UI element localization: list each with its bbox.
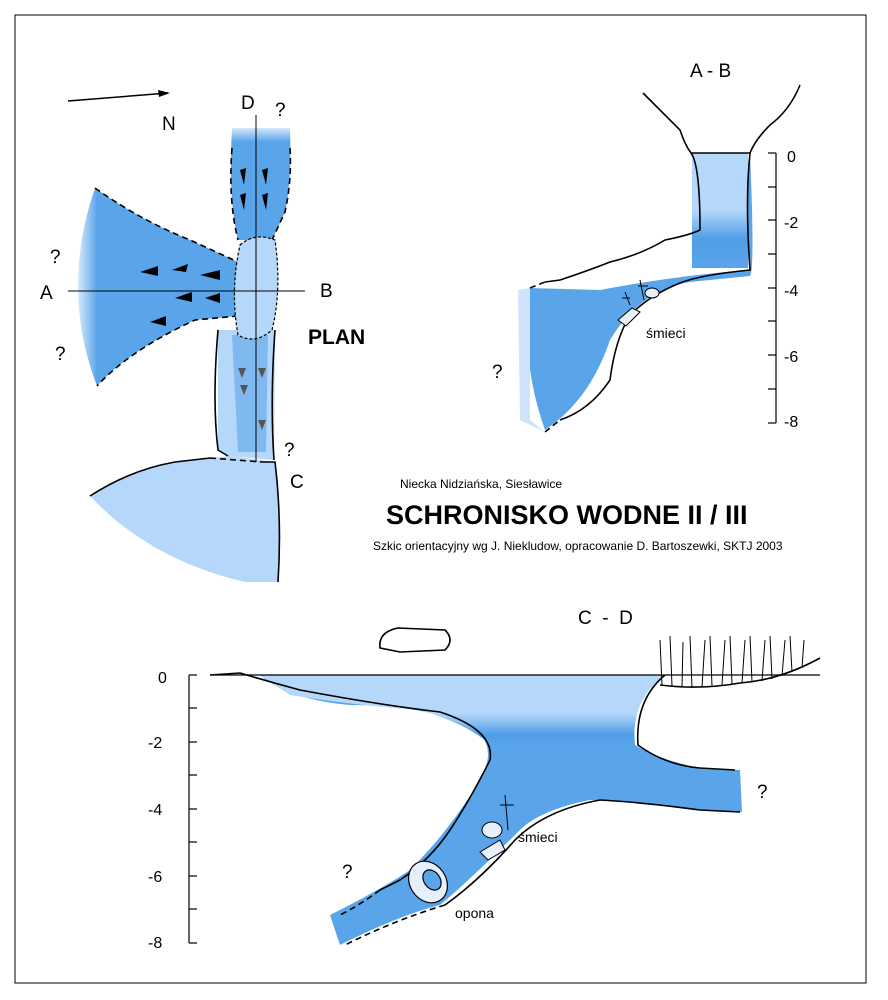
plan-upper-corridor	[230, 128, 291, 240]
tire-label: opona	[455, 905, 494, 921]
point-b: B	[320, 281, 333, 302]
section-a-b: A - B śmieci ? 0 -2 -4 -6 -8	[492, 61, 801, 433]
unknown-mark: ?	[342, 862, 353, 883]
depth-tick-label: -2	[784, 215, 798, 232]
depth-tick-label: -6	[148, 869, 162, 886]
frame-border	[14, 14, 867, 984]
region-label: Niecka Nidziańska, Siesławice	[400, 477, 562, 491]
debris-icon	[617, 279, 660, 327]
depth-tick-label: -8	[148, 935, 162, 952]
point-a: A	[40, 283, 53, 304]
depth-tick-label: -2	[148, 735, 162, 752]
unknown-mark: ?	[55, 344, 66, 365]
grass-icon	[659, 635, 805, 689]
depth-tick-label: 0	[787, 149, 796, 166]
unknown-mark: ?	[50, 247, 61, 268]
cave-title: SCHRONISKO WODNE II / III	[386, 500, 748, 530]
section-c-d: C - D śmieci opona ?	[148, 608, 821, 952]
unknown-mark: ?	[284, 440, 295, 461]
plan-label: PLAN	[308, 326, 365, 349]
depth-tick-label: -4	[784, 283, 798, 300]
depth-tick-label: -4	[148, 802, 162, 819]
tire-icon	[407, 860, 449, 904]
plan-bottom-chamber	[90, 456, 280, 582]
north-arrow	[67, 90, 170, 102]
credits: Szkic orientacyjny wg J. Niekludow, opra…	[373, 539, 783, 553]
title-block: Niecka Nidziańska, Siesławice SCHRONISKO…	[373, 477, 783, 553]
depth-tick-label: -6	[784, 349, 798, 366]
plan-view: N D ? A B C ? ? ? PLAN	[40, 90, 365, 583]
depth-tick-label: 0	[158, 670, 167, 687]
plan-left-chamber	[77, 188, 238, 386]
depth-scale-ab	[768, 152, 777, 424]
unknown-mark: ?	[757, 782, 768, 803]
unknown-mark: ?	[492, 362, 503, 383]
flow-arrows	[140, 168, 268, 326]
point-c: C	[290, 472, 304, 493]
debris-icon	[479, 794, 514, 861]
unknown-mark: ?	[275, 100, 286, 121]
debris-label: śmieci	[518, 829, 558, 845]
north-label: N	[162, 114, 176, 135]
section-cd-label: C - D	[578, 608, 633, 629]
depth-scale-cd	[188, 674, 197, 944]
point-d: D	[241, 93, 255, 114]
boulder	[379, 627, 451, 653]
depth-tick-label: -8	[784, 414, 798, 431]
debris-label: śmieci	[646, 325, 686, 341]
section-ab-label: A - B	[690, 61, 731, 82]
